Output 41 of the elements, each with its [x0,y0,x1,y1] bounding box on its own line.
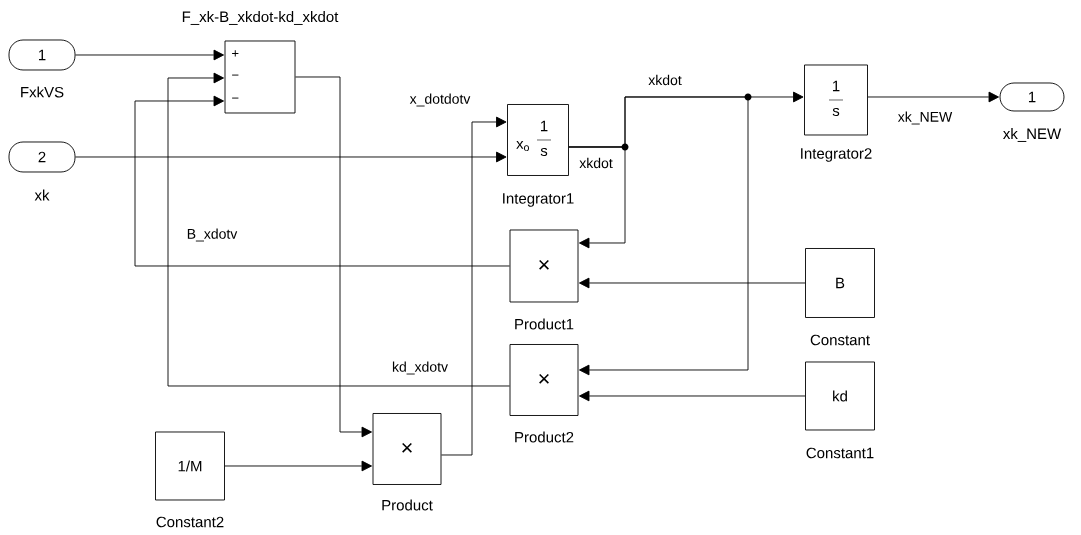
block-name: Constant [810,334,870,346]
port-block: 1 [999,82,1065,112]
signal-line [167,72,510,387]
signal-label: xkdot [648,74,682,86]
block-name: F_xk-B_xkdot-kd_xkdot [182,11,339,25]
signal-line [579,277,806,289]
signal-line [134,95,510,267]
sum-block: + − − [224,40,296,114]
signal-label: x_dotdotv [409,93,471,107]
block-name: xk [34,189,50,201]
block-name: Integrator2 [801,148,872,162]
block-name: Constant1 [806,447,874,459]
signal-line [295,76,372,438]
port-block: 2 [8,141,76,173]
port-block: 1 [8,39,76,71]
block-name: Product [382,499,433,511]
block-name: Product1 [515,318,574,330]
block: × [509,229,579,303]
block: × [509,344,579,416]
block-name: Constant2 [156,516,224,528]
integrator-block: 1 s [804,64,868,136]
signal-line [579,390,806,402]
block: × [372,413,442,485]
signal-line [867,91,999,103]
signal-line [75,151,507,163]
signal-line [224,460,372,472]
signal-line [75,49,224,61]
block: B [805,248,875,318]
block-name: FxkVS [21,86,64,98]
signal-label: xkdot [579,157,613,169]
signal-line [568,96,749,376]
block: 1/M [155,431,225,501]
block: kd [805,361,875,431]
signal-line [441,116,507,456]
integrator-block: 1 s x$_{o}$ [507,104,569,176]
block-name: Integrator1 [503,193,574,207]
block-name: xk_NEW [1003,128,1062,142]
block-name: Product2 [515,431,574,443]
signal-label: xk_NEW [897,111,953,125]
signal-label: B_xdotv [187,228,238,242]
signal-label: kd_xdotv [392,361,448,375]
